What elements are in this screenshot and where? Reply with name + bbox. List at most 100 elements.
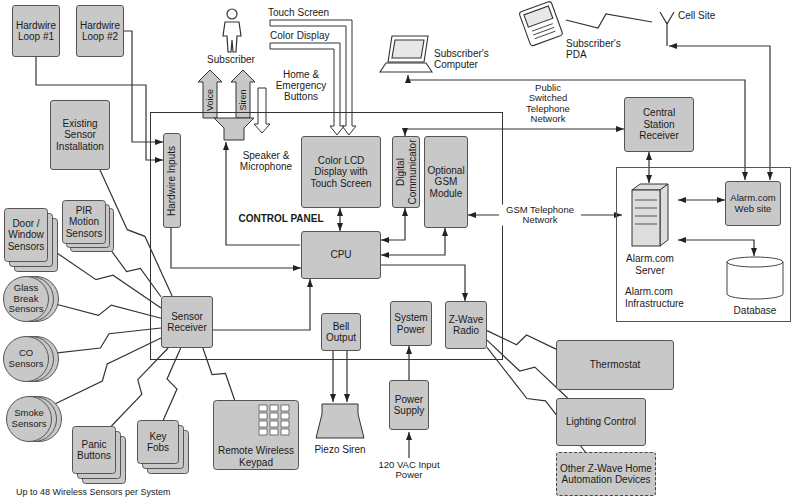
text-label: Siren xyxy=(238,89,248,110)
database-cylinder xyxy=(727,257,783,299)
connector xyxy=(49,302,161,318)
text-label: Touch Screen xyxy=(268,7,348,18)
text-label: Speaker & Microphone xyxy=(233,150,299,172)
keypad-key xyxy=(281,429,289,435)
input-arrow xyxy=(270,20,356,135)
component-box: Z-Wave Radio xyxy=(445,301,487,349)
server-icon xyxy=(632,184,668,246)
keypad-key xyxy=(259,421,267,427)
text-label: Subscriber's PDA xyxy=(566,38,638,60)
node-label: Hardwire Inputs xyxy=(166,136,178,225)
component-box: Thermostat xyxy=(556,340,674,390)
keypad-key xyxy=(270,429,278,435)
node-label: System Power xyxy=(393,312,429,335)
keypad-key xyxy=(281,421,289,427)
laptop-icon xyxy=(380,36,432,72)
node-label: Bell Output xyxy=(324,321,358,344)
connector xyxy=(339,208,340,231)
text-label: Subscriber's Computer xyxy=(434,48,500,70)
component-box: Glass Break Sensors xyxy=(3,276,49,322)
server-icon xyxy=(632,190,660,246)
node-label: Hardwire Loop #1 xyxy=(15,20,57,43)
node-label: Lighting Control xyxy=(566,416,636,428)
connector xyxy=(487,331,556,350)
connector xyxy=(124,31,163,142)
keypad-key xyxy=(270,421,278,427)
node-label: Sensor Receiver xyxy=(164,311,210,334)
connector xyxy=(213,279,310,330)
node-label: Optional GSM Module xyxy=(427,165,465,200)
node-label: Thermostat xyxy=(590,359,641,371)
node-label: Central Station Receiver xyxy=(627,107,691,142)
node-label: Database xyxy=(734,305,777,317)
text-label: Home & Emergency Buttons xyxy=(272,69,330,103)
wireless-link xyxy=(566,14,652,28)
speaker-wire xyxy=(226,142,300,245)
component-box: PIR Motion Sensors xyxy=(62,200,106,244)
stacked-circle xyxy=(7,397,52,442)
connector xyxy=(381,228,445,255)
component-box: CPU xyxy=(301,231,381,279)
bell-wire xyxy=(332,350,333,402)
node-label: Color LCD Display with Touch Screen xyxy=(304,155,378,190)
keypad-key xyxy=(259,429,267,435)
text-label: Up to 48 Wireless Sensors per System xyxy=(16,487,276,497)
component-box: Power Supply xyxy=(389,380,429,430)
input-arrow xyxy=(254,88,270,133)
node-label: Alarm.com Server xyxy=(624,253,676,276)
component-box: Lighting Control xyxy=(556,398,646,446)
node-label: Key Fobs xyxy=(139,431,177,454)
component-box: Optional GSM Module xyxy=(424,136,468,228)
keypad-key xyxy=(270,413,278,419)
node-label: PIR Motion Sensors xyxy=(64,205,104,240)
text-label: Subscriber xyxy=(200,54,262,65)
laptop-icon xyxy=(380,63,432,72)
node-label: Alarm.com Infrastructure xyxy=(625,286,715,309)
output-arrow xyxy=(231,70,255,118)
component-box: Central Station Receiver xyxy=(624,97,694,152)
connector xyxy=(381,265,465,301)
component-box: Door / Window Sensors xyxy=(4,208,48,262)
node-label: Z-Wave Radio xyxy=(448,314,484,337)
node-label: Digital Communicator xyxy=(395,139,418,205)
component-box: Bell Output xyxy=(321,313,361,351)
connector xyxy=(163,348,180,420)
connector xyxy=(468,214,622,215)
component-box: Database xyxy=(725,256,785,318)
connector xyxy=(106,243,161,296)
input-arrow xyxy=(254,20,356,135)
pda-icon xyxy=(519,1,563,46)
pda-icon xyxy=(524,6,553,27)
component-box: Other Z-Wave Home Automation Devices xyxy=(556,452,656,496)
connector xyxy=(678,240,754,256)
edge-label: GSM Telephone Network xyxy=(499,205,581,226)
subscriber-figure xyxy=(223,9,241,52)
laptop-icon xyxy=(388,36,428,62)
component-box: Panic Buttons xyxy=(72,426,116,474)
node-label: CONTROL PANEL xyxy=(231,213,331,225)
component-box: Hardwire Loop #1 xyxy=(12,5,60,57)
server-icon xyxy=(635,200,657,224)
text-label: Cell Site xyxy=(678,10,718,21)
node-label: Alarm.com Web site xyxy=(728,193,778,215)
component-box: Sensor Receiver xyxy=(161,296,213,348)
connector xyxy=(381,208,405,240)
text-label: Piezo Siren xyxy=(312,444,368,455)
node-label: Panic Buttons xyxy=(74,439,114,462)
connector xyxy=(203,348,235,400)
speaker-symbol xyxy=(214,118,254,140)
node-label: CO Sensors xyxy=(5,348,47,370)
node-label: Power Supply xyxy=(392,394,426,417)
component-box: Alarm.com Web site xyxy=(725,181,781,226)
stacked-box xyxy=(138,421,179,464)
keypad-key xyxy=(259,405,267,411)
bell-wire xyxy=(346,350,347,402)
node-label: Existing Sensor Installation xyxy=(53,118,107,153)
output-arrow xyxy=(198,70,255,118)
text-label: Color Display xyxy=(270,30,350,41)
node-label: Other Z-Wave Home Automation Devices xyxy=(559,463,653,486)
node-label: Remote Wireless Keypad xyxy=(215,445,297,468)
speaker-symbol xyxy=(214,118,254,140)
connector xyxy=(405,129,624,136)
